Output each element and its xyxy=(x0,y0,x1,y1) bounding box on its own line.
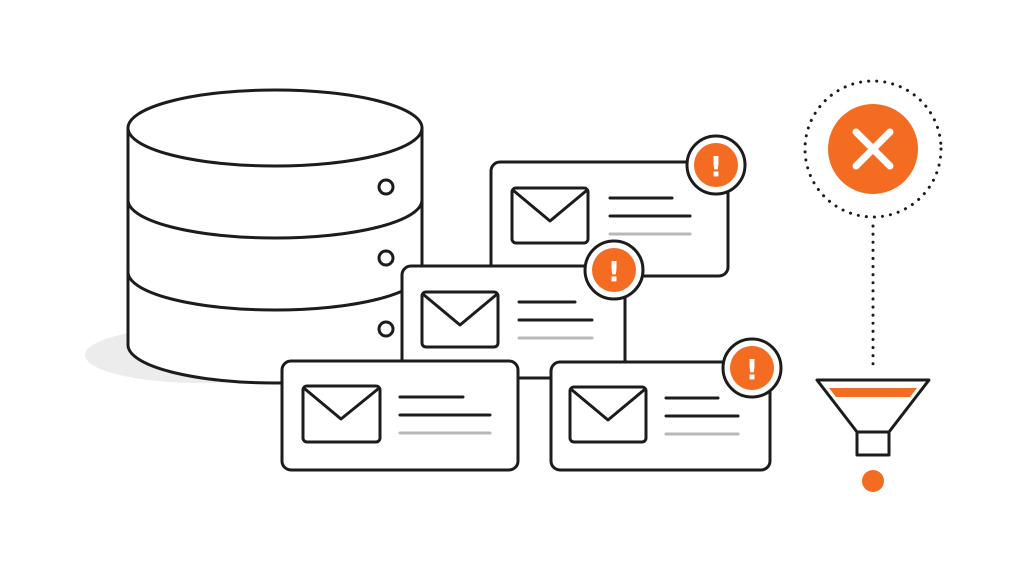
envelope-icon xyxy=(301,384,382,444)
database-led-1 xyxy=(377,178,395,196)
database-icon xyxy=(126,88,424,385)
envelope-icon xyxy=(510,186,590,245)
dotted-ring xyxy=(803,79,943,219)
funnel-icon xyxy=(815,378,931,457)
output-dot-icon xyxy=(862,470,884,492)
x-circle-icon xyxy=(828,104,918,194)
envelope-icon xyxy=(568,385,648,444)
email-card-4: ! xyxy=(549,337,783,472)
email-card-3 xyxy=(280,359,520,472)
alert-badge-fill xyxy=(694,143,738,187)
alert-badge-fill xyxy=(730,346,774,390)
funnel-accent-band xyxy=(829,388,917,397)
reject-marker xyxy=(803,79,943,370)
email-card-1: ! xyxy=(489,134,747,278)
alert-glyph: ! xyxy=(710,150,723,183)
alert-glyph: ! xyxy=(608,255,621,288)
database-led-3 xyxy=(377,320,395,338)
alert-badge-icon: ! xyxy=(685,134,747,196)
alert-badge-icon: ! xyxy=(583,239,645,301)
envelope-icon xyxy=(420,290,500,349)
alert-badge-icon: ! xyxy=(721,337,783,399)
alert-glyph: ! xyxy=(746,353,759,386)
database-led-2 xyxy=(377,249,395,267)
alert-badge-fill xyxy=(592,248,636,292)
email-card-2: ! xyxy=(400,239,645,380)
